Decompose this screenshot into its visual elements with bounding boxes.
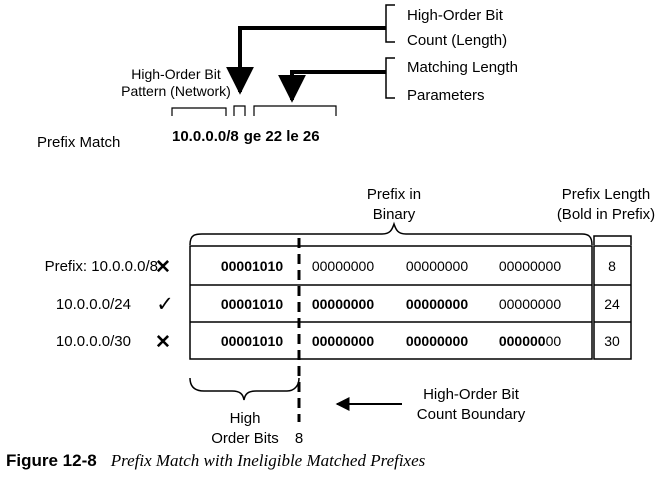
octet-3: 00000000 xyxy=(406,296,469,312)
prefix-length-value: 30 xyxy=(604,333,620,349)
statement-length: 8 xyxy=(230,128,238,145)
binary-label-line-1: Prefix in xyxy=(367,186,421,203)
prefix-statement: 10.0.0.0/8 ge 22 le 26 xyxy=(172,128,320,145)
matching-label-line-1: Matching Length xyxy=(407,59,518,76)
octet-1: 00001010 xyxy=(221,333,284,349)
octet-1: 00001010 xyxy=(221,258,284,274)
binary-brace xyxy=(189,221,593,246)
boundary-label: High-Order Bit Count Boundary xyxy=(417,386,526,423)
high-bits-label: High Order Bits xyxy=(211,410,279,447)
prefix-match-diagram: High-Order Bit Count (Length) High-Order… xyxy=(37,4,655,447)
network-bracket xyxy=(171,107,227,116)
row-label: 10.0.0.0/24 xyxy=(56,296,131,313)
ineligible-mark-icon: ✕ xyxy=(155,332,171,353)
figure-number: Figure 12-8 xyxy=(6,451,97,470)
statement-slash: / xyxy=(226,128,231,145)
length-label-line-1: Prefix Length xyxy=(562,186,650,203)
octet-2: 00000000 xyxy=(312,296,375,312)
high-bits-brace xyxy=(189,377,300,401)
octet-4: 00000000 xyxy=(499,258,562,274)
high-bits-line-1: High xyxy=(230,410,261,427)
octet-2: 00000000 xyxy=(312,333,375,349)
pattern-label-line-1: High-Order Bit xyxy=(131,66,221,82)
binary-label: Prefix in Binary xyxy=(367,186,421,223)
matching-arrow xyxy=(278,70,386,103)
matching-label-line-2: Parameters xyxy=(407,87,485,104)
octet-1: 00001010 xyxy=(221,296,284,312)
length-table-border xyxy=(593,245,632,360)
prefix-length-value: 24 xyxy=(604,296,620,312)
octet-4: 00000000 xyxy=(499,296,562,312)
parameters-bracket xyxy=(253,105,337,116)
octet-4-plain-part: 00 xyxy=(546,333,562,349)
matching-label: Matching Length Parameters xyxy=(407,59,518,104)
row-label: 10.0.0.0/30 xyxy=(56,333,131,350)
octet-3: 00000000 xyxy=(406,258,469,274)
length-label-line-2: (Bold in Prefix) xyxy=(557,206,655,223)
eligible-mark-icon: ✓ xyxy=(156,293,174,316)
matching-label-bracket xyxy=(385,57,395,99)
count-label: High-Order Bit Count (Length) xyxy=(407,7,507,49)
table-row: 10.0.0.0/24 ✓ 00001010 00000000 00000000… xyxy=(56,293,620,316)
octet-2: 00000000 xyxy=(312,258,375,274)
ineligible-mark-icon: ✕ xyxy=(155,257,171,278)
pattern-label-line-2: Pattern (Network) xyxy=(121,83,231,99)
octet-4-bold-part: 000000 xyxy=(499,333,546,349)
boundary-label-line-1: High-Order Bit xyxy=(423,386,520,403)
boundary-value: 8 xyxy=(295,430,303,447)
statement-rest: ge 22 le 26 xyxy=(244,128,320,145)
binary-table-border xyxy=(189,245,593,360)
boundary-label-line-2: Count Boundary xyxy=(417,406,526,423)
octet-4: 00000000 xyxy=(499,333,562,349)
table-row: 10.0.0.0/30 ✕ 00001010 00000000 00000000… xyxy=(56,332,620,353)
length-label: Prefix Length (Bold in Prefix) xyxy=(557,186,655,223)
prefix-match-label: Prefix Match xyxy=(37,134,120,151)
count-arrow xyxy=(226,26,386,95)
table-row: Prefix: 10.0.0.0/8 ✕ 00001010 00000000 0… xyxy=(45,257,617,278)
prefix-length-value: 8 xyxy=(608,258,616,274)
binary-label-line-2: Binary xyxy=(373,206,416,223)
count-label-line-1: High-Order Bit xyxy=(407,7,504,24)
pattern-label: High-Order Bit Pattern (Network) xyxy=(121,66,231,99)
statement-network: 10.0.0.0 xyxy=(172,128,226,145)
count-label-line-2: Count (Length) xyxy=(407,32,507,49)
high-bits-line-2: Order Bits xyxy=(211,430,279,447)
length-bracket-top xyxy=(593,235,632,245)
row-label: Prefix: 10.0.0.0/8 xyxy=(45,258,158,275)
prefix-table: Prefix: 10.0.0.0/8 ✕ 00001010 00000000 0… xyxy=(45,238,632,422)
figure-title: Prefix Match with Ineligible Matched Pre… xyxy=(110,451,426,470)
count-label-bracket xyxy=(385,4,395,43)
figure-caption: Figure 12-8 Prefix Match with Ineligible … xyxy=(6,451,425,471)
octet-3: 00000000 xyxy=(406,333,469,349)
length-bracket xyxy=(233,105,246,116)
